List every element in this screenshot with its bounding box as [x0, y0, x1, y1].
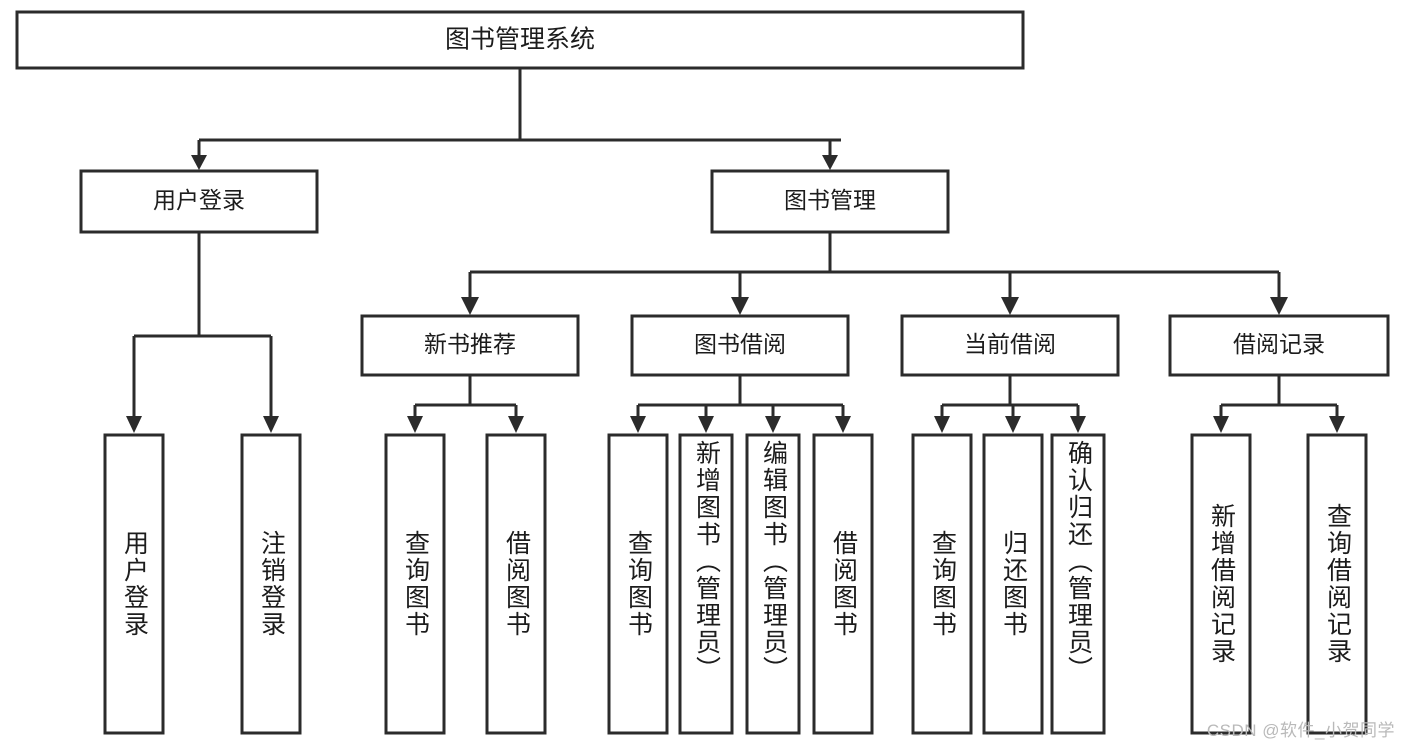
leaf-add-book-box[interactable] [678, 433, 734, 735]
connector-group-borrow-record [1213, 375, 1345, 433]
node-new-book-recommend[interactable]: 新书推荐 [360, 314, 580, 377]
book-manage-label: 图书管理 [784, 187, 876, 213]
node-book-borrow[interactable]: 图书借阅 [630, 314, 850, 377]
leaf-query-record-box[interactable] [1306, 433, 1368, 735]
arrowhead-leaf-borrow-book-2 [835, 416, 851, 433]
leaf-query-book-3-box[interactable] [911, 433, 973, 735]
node-user-login[interactable]: 用户登录 [79, 169, 319, 234]
arrowhead-new-book-recommend [461, 297, 479, 315]
new-book-recommend-label: 新书推荐 [424, 331, 516, 357]
leaf-add-record-box[interactable] [1190, 433, 1252, 735]
connector-group-user-login [126, 232, 279, 433]
arrowhead-leaf-add-book [698, 416, 714, 433]
user-login-box[interactable] [79, 169, 319, 234]
watermark: CSDN @软件_小贺同学 [1206, 721, 1395, 740]
current-borrow-label: 当前借阅 [964, 331, 1056, 357]
leaf-edit-book-box[interactable] [745, 433, 801, 735]
arrowhead-leaf-query-book-2 [630, 416, 646, 433]
book-manage-box[interactable] [710, 169, 950, 234]
leaf-return-book-box[interactable] [982, 433, 1044, 735]
leaf-user-logout-box[interactable] [240, 433, 302, 735]
node-current-borrow[interactable]: 当前借阅 [900, 314, 1120, 377]
arrowhead-book-borrow [731, 297, 749, 315]
arrowhead-user-login [191, 155, 207, 170]
leaf-borrow-book-2-box[interactable] [812, 433, 874, 735]
leaf-borrow-book-1-box[interactable] [485, 433, 547, 735]
arrowhead-leaf-confirm-return [1070, 416, 1086, 433]
arrowhead-leaf-query-record [1329, 416, 1345, 433]
book-borrow-label: 图书借阅 [694, 331, 786, 357]
leaf-query-book-1-box[interactable] [384, 433, 446, 735]
arrowhead-leaf-add-record [1213, 416, 1229, 433]
connector-group-book-manage [461, 232, 1288, 315]
arrowhead-leaf-user-logout [263, 416, 279, 433]
arrowhead-current-borrow [1001, 297, 1019, 315]
connector-group-current-borrow [934, 375, 1086, 433]
current-borrow-box[interactable] [900, 314, 1120, 377]
book-borrow-box[interactable] [630, 314, 850, 377]
arrowhead-leaf-query-book-1 [407, 416, 423, 433]
root-label: 图书管理系统 [445, 26, 595, 54]
arrowhead-borrow-record [1270, 297, 1288, 315]
root-box[interactable] [15, 10, 1025, 70]
leaf-user-login-box[interactable] [103, 433, 165, 735]
new-book-recommend-box[interactable] [360, 314, 580, 377]
node-book-manage[interactable]: 图书管理 [710, 169, 950, 234]
leaf-confirm-return-box[interactable] [1050, 433, 1106, 735]
borrow-record-label: 借阅记录 [1233, 331, 1325, 357]
arrowhead-leaf-query-book-3 [934, 416, 950, 433]
arrowhead-leaf-user-login [126, 416, 142, 433]
arrowhead-leaf-borrow-book-1 [508, 416, 524, 433]
arrowhead-leaf-return-book [1005, 416, 1021, 433]
arrowhead-leaf-edit-book [765, 416, 781, 433]
arrowhead-book-manage [822, 155, 838, 170]
node-borrow-record[interactable]: 借阅记录 [1168, 314, 1390, 377]
connector-group-new-book-recommend [407, 375, 524, 433]
borrow-record-box[interactable] [1168, 314, 1390, 377]
user-login-label: 用户登录 [153, 187, 245, 213]
leaf-boxes [103, 433, 1368, 735]
node-root[interactable]: 图书管理系统 [15, 10, 1025, 70]
leaf-query-book-2-box[interactable] [607, 433, 669, 735]
connector-group-root [191, 68, 841, 170]
connector-group-book-borrow [630, 375, 851, 433]
